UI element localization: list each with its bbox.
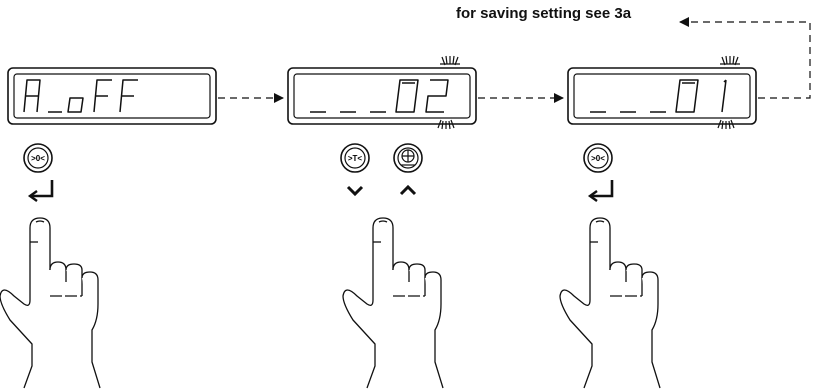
display-3-digits (590, 79, 727, 113)
button-decrease[interactable]: >T< (340, 143, 370, 173)
button-symbol: >0< (591, 154, 605, 163)
enter-arrow-icon (27, 180, 54, 202)
hand-icon (342, 217, 444, 389)
saving-note: for saving setting see 3a (456, 5, 632, 22)
display-3 (567, 55, 757, 130)
button-symbol: >0< (31, 154, 45, 163)
display-1-digits (23, 79, 138, 113)
blink-indicator-bottom (717, 119, 735, 130)
hand-icon (0, 217, 101, 389)
chevron-down-icon (346, 185, 364, 197)
blink-indicator-top (720, 55, 740, 66)
return-arrow (679, 17, 811, 99)
display-2-digits (310, 79, 449, 113)
hand-icon (559, 217, 661, 389)
button-enter-1[interactable]: >0< (23, 143, 53, 173)
enter-arrow-icon (587, 180, 614, 202)
display-1 (7, 67, 217, 125)
chevron-up-icon (399, 184, 417, 196)
blink-indicator-top (440, 55, 460, 66)
button-symbol: >T< (348, 154, 363, 163)
button-increase[interactable] (393, 143, 423, 173)
button-enter-3[interactable]: >0< (583, 143, 613, 173)
display-2 (287, 55, 477, 130)
blink-indicator-bottom (437, 119, 455, 130)
